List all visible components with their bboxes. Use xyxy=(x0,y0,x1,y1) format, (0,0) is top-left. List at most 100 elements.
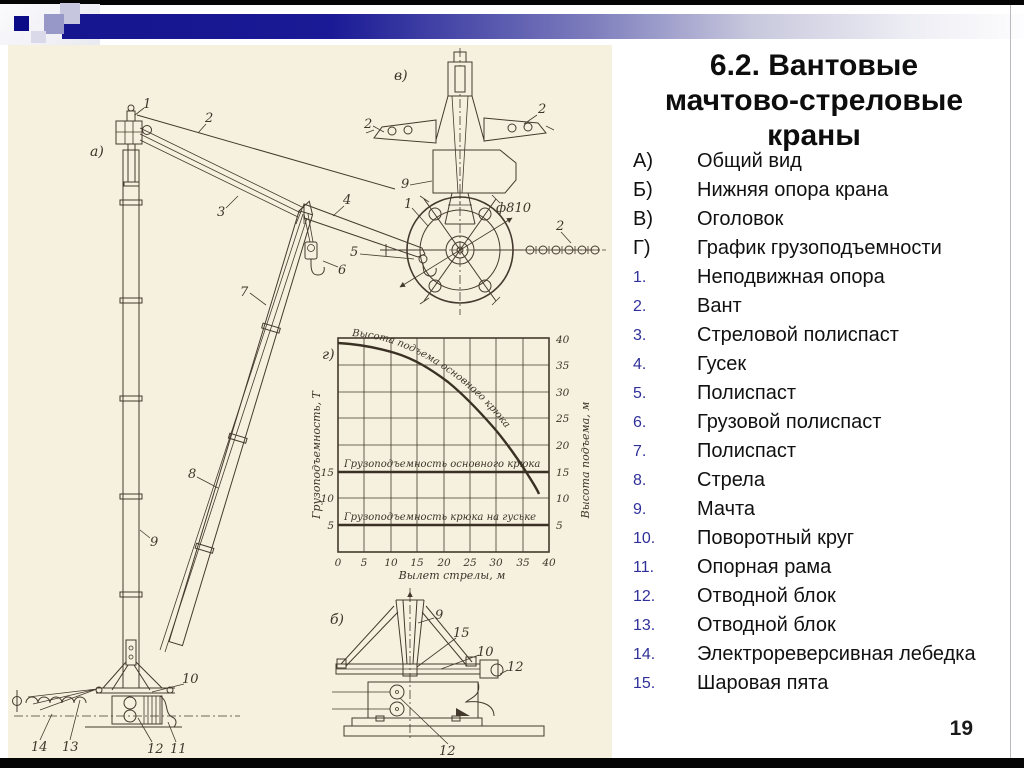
legend-text: Поворотный круг xyxy=(697,527,855,549)
callout-14: 14 xyxy=(31,740,48,755)
legend-item-14: 14. Электрореверсивная лебедка xyxy=(633,643,1010,672)
callout-1: 1 xyxy=(143,97,151,112)
legend-item-7: 7. Полиспаст xyxy=(633,440,1010,469)
callout-ring-1: 1 xyxy=(404,197,412,212)
callout-10: 10 xyxy=(182,672,199,687)
callout-2: 2 xyxy=(204,111,213,126)
legend-item-b: Б)Нижняя опора крана xyxy=(633,179,1010,208)
callout-12a: 12 xyxy=(147,742,164,757)
callout-ring-2: 2 xyxy=(555,219,564,234)
page-number: 19 xyxy=(949,717,973,740)
x-tick: 0 xyxy=(335,557,342,569)
legend-item-8: 8.Стрела xyxy=(633,469,1010,498)
callout-11: 11 xyxy=(170,742,187,757)
title-line-1: 6.2. Вантовые xyxy=(709,49,919,82)
legend-marker: 9. xyxy=(633,501,647,518)
x-tick: 35 xyxy=(516,557,530,569)
crane-figure-scan: а) xyxy=(8,45,612,758)
y-tick-right: 25 xyxy=(555,413,570,425)
legend-text: Грузовой полиспаст xyxy=(697,411,882,433)
y-tick-right: 10 xyxy=(556,493,570,505)
legend-number-list: 1.Неподвижная опора 2.Вант 3.Стреловой п… xyxy=(633,266,1010,701)
legend-item-12: 12.Отводной блок xyxy=(633,585,1010,614)
legend-item-1: 1. Неподвижная опора xyxy=(633,266,1010,295)
callout-6: 6 xyxy=(338,263,346,278)
legend-item-4: 4.Гусек xyxy=(633,353,1010,382)
slewing-ring-top-view: ф810 1 2 xyxy=(380,190,606,315)
callout-b-12r: 12 xyxy=(507,660,524,675)
panel-a-label: а) xyxy=(90,144,104,160)
panel-v-label: в) xyxy=(394,68,408,84)
legend-marker: А) xyxy=(633,150,653,172)
panel-v-head-detail: в) 2 2 9 xyxy=(363,48,555,225)
legend-marker: 1. xyxy=(633,269,647,286)
legend-text: Неподвижная опора xyxy=(697,266,885,288)
legend-text: Опорная рама xyxy=(697,556,832,578)
callout-3: 3 xyxy=(217,205,225,220)
deco-square-pale xyxy=(31,31,46,43)
legend-text: График грузоподъемности xyxy=(697,237,942,259)
series-label-main-hook: Грузоподъемность основного крюка xyxy=(343,459,540,470)
y-tick-right: 20 xyxy=(555,440,570,452)
callout-9: 9 xyxy=(150,535,158,550)
legend-text: Мачта xyxy=(697,498,756,520)
title-line-2: мачтово-стреловые xyxy=(664,84,964,117)
y-axis-title-right: Высота подъема, м xyxy=(579,402,592,520)
legend-text: Электрореверсивная лебедка xyxy=(697,643,976,665)
y-tick-left: 5 xyxy=(327,520,334,532)
panel-g-load-chart: г) Высота подъема основного крюка Грузоп… xyxy=(310,328,592,582)
legend-text: Стреловой полиспаст xyxy=(697,324,899,346)
page-title: 6.2. Вантовые мачтово-стреловые краны xyxy=(618,48,1010,153)
deco-gradient-band xyxy=(62,14,1024,39)
legend-marker: 11. xyxy=(633,559,655,576)
legend-text: Полиспаст xyxy=(697,440,797,462)
legend-marker: 6. xyxy=(633,414,647,431)
x-tick: 15 xyxy=(410,557,424,569)
legend-letter-list: А)Общий вид Б)Нижняя опора крана В)Оголо… xyxy=(633,150,1010,266)
legend-text: Отводной блок xyxy=(697,614,836,636)
legend-item-5: 5. Полиспаст xyxy=(633,382,1010,411)
panel-b-label: б) xyxy=(330,612,344,628)
callout-v-2l: 2 xyxy=(363,117,372,132)
legend-marker: 13. xyxy=(633,617,656,634)
legend-marker: 10. xyxy=(633,530,656,547)
panel-a-general-view: а) xyxy=(12,97,437,757)
deco-square-light xyxy=(60,3,80,24)
callout-8: 8 xyxy=(188,467,196,482)
crane-figure-svg: а) xyxy=(12,48,606,758)
x-tick: 10 xyxy=(384,557,398,569)
panel-g-label: г) xyxy=(322,347,335,363)
legend-text: Стрела xyxy=(697,469,765,491)
legend-text: Оголовок xyxy=(697,208,784,230)
series-label-jib-hook: Грузоподъемность крюка на гуське xyxy=(343,512,536,523)
legend-item-9: 9. Мачта xyxy=(633,498,1010,527)
x-tick: 20 xyxy=(436,557,451,569)
legend-item-3: 3. Стреловой полиспаст xyxy=(633,324,1010,353)
callout-7: 7 xyxy=(240,285,249,300)
legend-item-6: 6. Грузовой полиспаст xyxy=(633,411,1010,440)
y-axis-title-left: Грузоподъемность, Т xyxy=(310,389,323,519)
y-tick-right: 30 xyxy=(556,387,570,399)
legend-text: Гусек xyxy=(697,353,747,375)
callout-13: 13 xyxy=(62,740,79,755)
x-axis-title: Вылет стрелы, м xyxy=(398,569,506,582)
y-tick-left: 10 xyxy=(321,493,335,505)
panel-b-lower-support: б) xyxy=(330,588,545,758)
legend-marker: 15. xyxy=(633,675,656,692)
callout-b-12b: 12 xyxy=(439,744,456,758)
callout-b-15: 15 xyxy=(453,626,470,641)
legend-text: Нижняя опора крана xyxy=(697,179,889,201)
callout-5: 5 xyxy=(350,245,358,260)
legend-item-a: А)Общий вид xyxy=(633,150,1010,179)
legend-marker: 7. xyxy=(633,443,647,460)
callout-v-9: 9 xyxy=(401,177,409,192)
legend-marker: Г) xyxy=(633,237,651,259)
legend-marker: 3. xyxy=(633,327,647,344)
x-tick: 25 xyxy=(462,557,477,569)
legend-text: Полиспаст xyxy=(697,382,797,404)
legend-marker: 12. xyxy=(633,588,656,605)
legend-text: Шаровая пята xyxy=(697,672,829,694)
legend-marker: 14. xyxy=(633,646,656,663)
legend-marker: 5. xyxy=(633,385,647,402)
